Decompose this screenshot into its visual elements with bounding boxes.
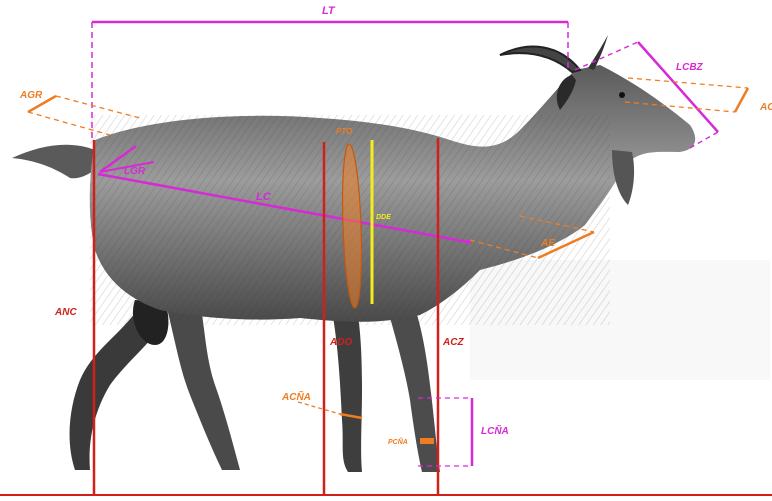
label-pto: PTO (336, 127, 353, 136)
label-agr: AGR (19, 90, 43, 101)
goat-eye (619, 92, 625, 98)
label-lcna: LCÑA (481, 424, 509, 437)
label-dde: DDE (376, 214, 391, 221)
pcna-measure (420, 438, 434, 444)
label-acz: ACZ (442, 337, 464, 348)
label-acna: ACÑA (281, 390, 311, 403)
lc-endpoint (466, 240, 471, 245)
label-ae: AE (540, 238, 555, 249)
label-lcbz: LCBZ (676, 62, 704, 73)
label-lgr: LGR (124, 166, 146, 177)
label-ado: ADO (329, 337, 352, 348)
label-ac: AC (759, 102, 772, 113)
label-lc: LC (256, 191, 272, 203)
label-anc: ANC (54, 307, 77, 318)
label-lt: LT (322, 5, 336, 17)
label-pcna: PCÑA (388, 437, 408, 446)
